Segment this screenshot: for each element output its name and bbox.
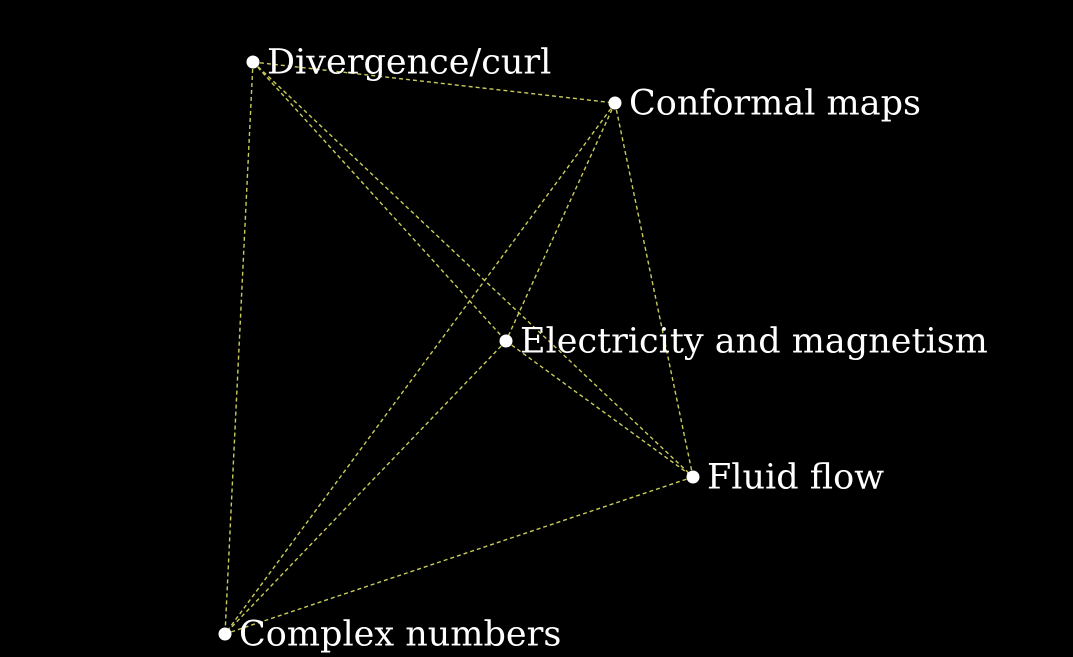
node-dot-fluid-flow: [686, 470, 700, 484]
node-label-divergence: Divergence/curl: [267, 42, 552, 83]
edge-conformal-complex: [224, 102, 616, 635]
edge-fluid-complex: [224, 476, 694, 635]
node-label-conformal-maps: Conformal maps: [629, 83, 921, 124]
node-dot-divergence: [246, 55, 260, 69]
edge-em-complex: [224, 340, 507, 635]
node-label-complex-numbers: Complex numbers: [239, 614, 562, 655]
node-dot-electricity-magnetism: [499, 334, 513, 348]
node-label-electricity-magnetism: Electricity and magnetism: [520, 321, 988, 362]
edge-divergence-conformal: [252, 61, 616, 104]
edge-divergence-fluid: [252, 61, 694, 478]
edge-conformal-fluid: [614, 102, 694, 478]
edge-em-fluid: [505, 340, 694, 478]
edge-divergence-complex: [224, 61, 254, 635]
node-label-fluid-flow: Fluid flow: [707, 457, 885, 498]
node-dot-conformal-maps: [608, 96, 622, 110]
edge-divergence-em: [252, 61, 507, 342]
edge-conformal-em: [505, 102, 616, 342]
node-dot-complex-numbers: [218, 627, 232, 641]
